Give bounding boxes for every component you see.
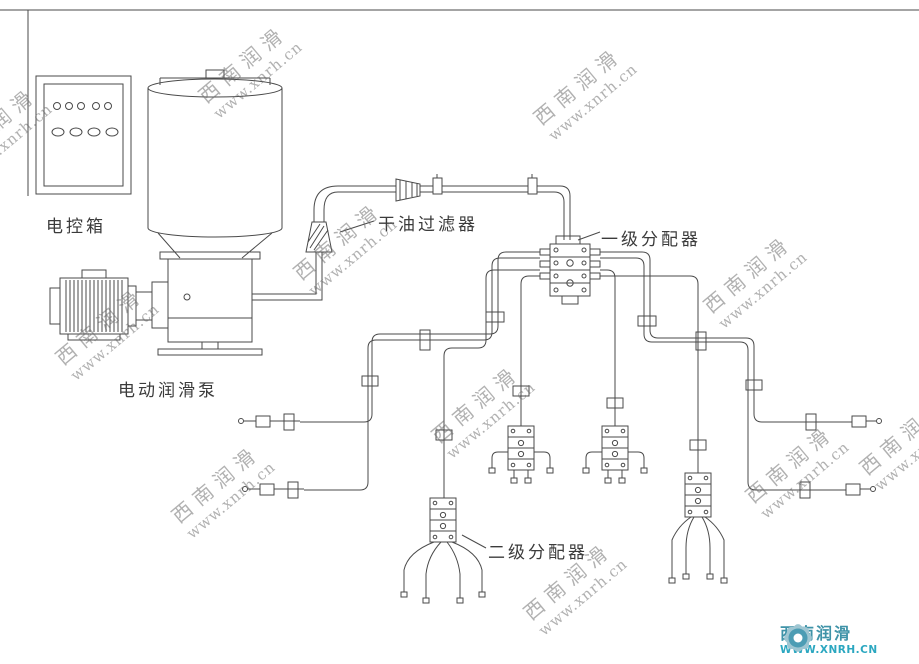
secondary-distributor-d	[400, 497, 487, 604]
electric-motor	[49, 269, 129, 341]
primary-distributor	[539, 231, 601, 305]
grease-reservoir	[147, 69, 283, 259]
distribution-pipes-left	[270, 251, 540, 498]
secondary-distributor-b	[582, 425, 648, 484]
grease-filter	[305, 220, 375, 253]
pipe-clamps	[283, 174, 817, 499]
pump-body	[157, 251, 263, 356]
drawing-frame	[0, 9, 919, 196]
label-secondary-distributor: 二级分配器	[488, 543, 588, 563]
secondary-distributor-a	[488, 425, 554, 484]
motor-coupling	[127, 281, 169, 329]
site-logo: 西南润滑 WWW.XNRH.CN	[780, 620, 878, 656]
inline-valve	[395, 178, 421, 202]
distribution-pipes-right	[600, 251, 830, 491]
grease-point-fittings-left	[238, 415, 275, 496]
label-primary-distributor: 一级分配器	[601, 230, 701, 250]
label-control-box: 电控箱	[46, 217, 106, 237]
label-pump: 电动润滑泵	[118, 381, 218, 401]
label-filter: 干油过滤器	[378, 215, 478, 235]
grease-point-fittings-right	[826, 415, 882, 496]
secondary-distributor-c	[668, 472, 728, 584]
control-box	[35, 75, 132, 195]
gear-icon	[784, 624, 812, 652]
main-supply-pipe	[252, 185, 571, 301]
